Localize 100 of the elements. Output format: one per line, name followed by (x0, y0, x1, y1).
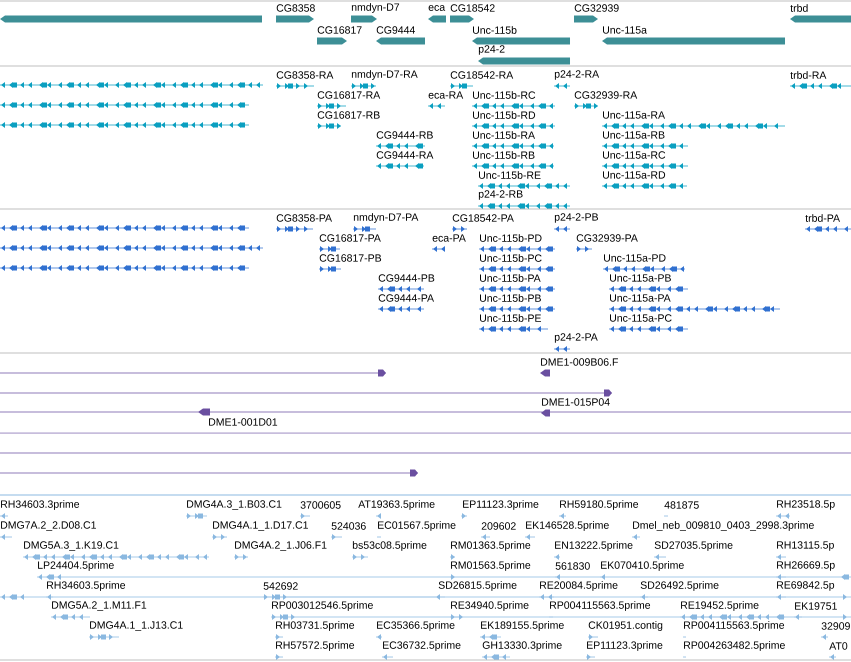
feature-label: Unc-115b-RC (473, 91, 536, 99)
feature-label: CG16817-RB (318, 111, 380, 119)
feature-label: EC35366.5prime (377, 621, 454, 631)
feature-label: Unc-115a (603, 26, 647, 34)
feature-label: eca-RA (428, 91, 464, 99)
feature-label: eca-PA (432, 234, 466, 242)
feature-label: DME1-001D01 (209, 418, 278, 426)
feature-label: SD26492.5prime (640, 581, 719, 591)
feature-label: EK189155.5prime (481, 621, 564, 631)
feature-label: CG18542 (450, 4, 495, 12)
feature-label: EP11123.3prime (463, 500, 538, 510)
feature-label: CG16817-PA (320, 234, 381, 242)
feature-label: 3700605 (300, 501, 341, 509)
feature-label: EK19751 (795, 602, 837, 610)
feature-label: CG32939 (574, 4, 619, 12)
feature-label: RH03731.5prime (276, 621, 354, 631)
feature-label: EC01567.5prime (378, 521, 456, 531)
feature-label: AT19363.5prime (358, 500, 435, 510)
feature-label: CG9444-PB (378, 274, 434, 282)
feature-label: Unc-115a-RC (603, 151, 666, 159)
feature-label: EC36732.5prime (383, 641, 461, 651)
feature-label: DMG4A.3_1.B03.C1 (187, 500, 282, 510)
feature-label: p24-2-PB (554, 213, 598, 223)
feature-label: SD27035.5prime (654, 541, 733, 551)
feature-label: RE19452.5prime (681, 601, 759, 611)
feature-label: EN13222.5prime (555, 541, 633, 551)
feature-label: CG16817-RA (318, 91, 380, 99)
feature-label: Unc-115a-RB (603, 131, 664, 139)
feature-label: p24-2-RB (478, 190, 523, 200)
feature-label: p24-2 (478, 45, 505, 55)
feature-label: nmdyn-D7-RA (352, 70, 418, 80)
feature-label: 524036 (332, 522, 366, 530)
feature-label: trbd-RA (790, 71, 826, 79)
feature-label: RP003012546.5prime (272, 601, 373, 611)
feature-label: DMG5A.3_1.K19.C1 (24, 541, 118, 551)
feature-label: RP004115563.5prime (550, 601, 650, 611)
feature-label: EK146528.5prime (526, 521, 609, 531)
feature-label: trbd (790, 4, 808, 12)
feature-label: CG32939-PA (576, 234, 638, 242)
feature-label: RH13115.5p (777, 541, 834, 551)
feature-label: RH57572.5prime (276, 641, 354, 651)
feature-label: RH26669.5p (777, 561, 835, 571)
feature-label: DME1-009B06.F (541, 358, 618, 366)
feature-label: Unc-115b-PD (480, 234, 542, 242)
feature-label: Unc-115b-RD (473, 111, 536, 119)
feature-label: 561830 (556, 562, 590, 570)
feature-label: RM01363.5prime (451, 541, 530, 551)
feature-label: CG16817 (318, 26, 362, 34)
feature-label: CG8358-PA (276, 214, 332, 222)
feature-label: trbd-PA (805, 214, 840, 222)
feature-label: EP11123.3prime (587, 641, 662, 651)
feature-label: nmdyn-D7 (352, 3, 400, 13)
feature-label: CG8358 (276, 4, 315, 12)
feature-label: LP24404.5prime (38, 561, 114, 571)
feature-label: DMG4A.2_1.J06.F1 (235, 541, 326, 551)
feature-label: EK070410.5prime (601, 561, 684, 571)
feature-label: AT0 (829, 642, 848, 650)
feature-label: Dmel_neb_009810_0403_2998.3prime (633, 521, 814, 531)
feature-label: 481875 (664, 501, 699, 509)
feature-label: Unc-115b-RE (479, 171, 541, 179)
feature-label: RE20084.5prime (540, 581, 618, 591)
feature-label: DME1-015P04 (542, 398, 610, 406)
feature-label: RE69842.5p (777, 581, 834, 591)
feature-label: CG32939-RA (574, 91, 638, 99)
feature-label: Unc-115a-PD (604, 254, 666, 262)
feature-label: Unc-115a-RD (603, 171, 666, 179)
feature-label: DMG7A.2_2.D08.C1 (1, 521, 96, 531)
feature-label: RH23518.5p (777, 500, 835, 510)
feature-label: CG9444 (376, 26, 415, 34)
feature-label: 32909 (822, 622, 850, 630)
feature-label: RE34940.5prime (451, 601, 529, 611)
feature-label: RP004115563.5prime (684, 621, 784, 631)
feature-label: Unc-115b-RB (473, 151, 534, 159)
feature-label: RP004263482.5prime (684, 641, 785, 651)
feature-label: CG8358-RA (276, 71, 334, 79)
feature-label: Unc-115b-PA (480, 274, 541, 282)
feature-label: p24-2-RA (554, 70, 600, 80)
feature-label: Unc-115a-PC (610, 314, 672, 322)
feature-label: CK01951.contig (588, 621, 662, 631)
feature-label: nmdyn-D7-PA (354, 213, 418, 223)
feature-label: Unc-115a-RA (603, 111, 665, 119)
feature-label: RH59180.5prime (560, 500, 638, 510)
feature-label: RM01563.5prime (451, 561, 530, 571)
feature-label: DMG5A.2_1.M11.F1 (52, 601, 146, 611)
feature-label: 542692 (264, 582, 298, 590)
feature-label: CG18542-PA (452, 214, 514, 222)
feature-label: bs53c08.5prime (352, 541, 426, 551)
feature-label: Unc-115a-PB (610, 274, 671, 282)
feature-label: GH13330.3prime (482, 641, 562, 651)
feature-label: Unc-115b-PB (480, 294, 541, 302)
feature-label: 209602 (482, 522, 516, 530)
feature-label: Unc-115b-RA (473, 131, 535, 139)
feature-label: SD26815.5prime (438, 581, 517, 591)
feature-label: Unc-115a-PA (610, 294, 671, 302)
feature-label: CG9444-RB (376, 131, 433, 139)
feature-label: RH34603.5prime (47, 581, 126, 591)
feature-label: CG9444-RA (376, 151, 434, 159)
feature-label: CG18542-RA (450, 71, 514, 79)
feature-label: CG9444-PA (378, 294, 434, 302)
feature-label: p24-2-PA (554, 333, 598, 343)
